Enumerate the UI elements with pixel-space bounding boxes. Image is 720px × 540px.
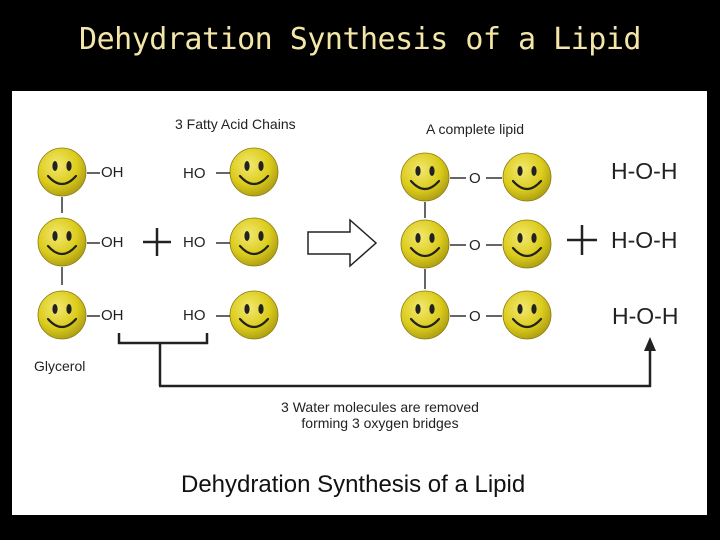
slide-title: Dehydration Synthesis of a Lipid: [79, 22, 641, 57]
hydroxyl-label: HO: [183, 165, 206, 182]
plus-icon: [567, 225, 597, 255]
hydroxyl-label: OH: [101, 234, 124, 251]
caption-line: forming 3 oxygen bridges: [301, 415, 459, 431]
oxygen-label: O: [469, 170, 481, 187]
diagram-panel: 3 Fatty Acid Chains A complete lipid Gly…: [12, 91, 707, 515]
bracket-line: [117, 333, 209, 345]
plus-icon: [143, 228, 171, 256]
glycerol-label: Glycerol: [34, 358, 86, 374]
hydroxyl-label: OH: [101, 307, 124, 324]
smiley-face-icon: [399, 218, 451, 270]
diagram-graphics: [36, 146, 656, 388]
smiley-face-icon: [399, 151, 451, 203]
right-arrow-icon: [307, 218, 378, 268]
caption-line: 3 Water molecules are removed: [281, 399, 479, 415]
smiley-face-icon: [228, 289, 280, 341]
hydroxyl-label: OH: [101, 164, 124, 181]
smiley-face-icon: [36, 289, 88, 341]
water-label: H-O-H: [611, 158, 678, 184]
smiley-face-icon: [501, 151, 553, 203]
smiley-face-icon: [228, 146, 280, 198]
smiley-face-icon: [228, 216, 280, 268]
smiley-face-icon: [501, 289, 553, 341]
fatty-acids-label: 3 Fatty Acid Chains: [175, 116, 296, 132]
water-label: H-O-H: [612, 303, 679, 329]
smiley-face-icon: [36, 146, 88, 198]
caption: 3 Water molecules are removed forming 3 …: [230, 399, 530, 431]
diagram-title: Dehydration Synthesis of a Lipid: [181, 471, 526, 498]
smiley-face-icon: [399, 289, 451, 341]
arrow-head-icon: [644, 337, 656, 351]
oxygen-label: O: [469, 308, 481, 325]
smiley-face-icon: [36, 216, 88, 268]
hydroxyl-label: HO: [183, 234, 206, 251]
smiley-face-icon: [501, 218, 553, 270]
complete-lipid-label: A complete lipid: [426, 121, 525, 137]
oxygen-label: O: [469, 237, 481, 254]
water-label: H-O-H: [611, 227, 678, 253]
hydroxyl-label: HO: [183, 307, 206, 324]
